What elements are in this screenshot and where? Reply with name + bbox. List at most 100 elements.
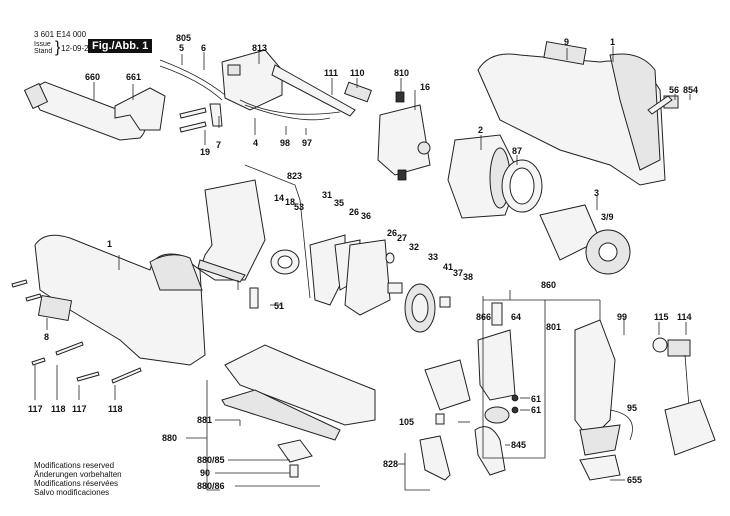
part-860-lifting-rod — [474, 302, 516, 476]
part-label-31: 31 — [322, 190, 333, 200]
stand-label: Stand — [34, 48, 53, 55]
leader-lines — [34, 46, 691, 491]
part-3-armature — [539, 204, 631, 275]
modifications-note-en: Modifications reserved — [34, 461, 115, 470]
part-823-gear-housing-cover — [197, 179, 266, 283]
part-label-97: 97 — [302, 138, 313, 148]
part-label-99: 99 — [617, 312, 628, 322]
part-label-5: 5 — [179, 43, 185, 53]
part-guide — [424, 359, 471, 411]
part-7-clamp — [209, 103, 223, 127]
part-label-2: 2 — [478, 125, 484, 135]
modifications-note-es: Salvo modificaciones — [34, 488, 110, 497]
screw-117 — [76, 371, 100, 382]
part-label-880-85: 880/85 — [197, 455, 225, 465]
part-label-118-b: 118 — [108, 404, 123, 414]
part-label-805: 805 — [176, 33, 192, 43]
part-95-wire — [609, 409, 633, 441]
part-label-53: 53 — [294, 202, 305, 212]
part-label-87: 87 — [512, 146, 523, 156]
part-label-880-86: 880/86 — [197, 481, 225, 491]
issue-date: 12-09-27 — [61, 44, 94, 53]
part-label-3-9: 3/9 — [601, 212, 614, 222]
part-label-51: 51 — [274, 301, 285, 311]
part-801-pendulum-housing — [574, 319, 621, 481]
part-label-18: 18 — [285, 197, 296, 207]
part-110-slider — [344, 81, 372, 103]
part-26-washer — [385, 252, 395, 264]
modifications-note-de: Änderungen vorbehalten — [34, 470, 122, 479]
part-105-spring — [435, 413, 445, 425]
part-label-114: 114 — [677, 312, 692, 322]
part-label-95: 95 — [627, 403, 638, 413]
part-56-pin — [647, 95, 673, 115]
part-label-19: 19 — [200, 147, 211, 157]
part-114-electronics — [652, 337, 716, 456]
part-label-117-a: 117 — [28, 404, 43, 414]
part-label-90: 90 — [200, 468, 211, 478]
issue-label: Issue — [34, 41, 51, 48]
part-880-base-plate — [221, 344, 376, 478]
modifications-note-fr: Modifications réservées — [34, 479, 119, 488]
part-label-801: 801 — [546, 322, 562, 332]
part-label-105: 105 — [399, 417, 415, 427]
part-label-115: 115 — [654, 312, 669, 322]
part-label-655: 655 — [627, 475, 643, 485]
part-label-38: 38 — [463, 272, 474, 282]
part-label-813: 813 — [252, 43, 268, 53]
part-813-switch — [221, 49, 283, 111]
part-label-880: 880 — [162, 433, 178, 443]
part-label-32: 32 — [409, 242, 420, 252]
part-label-660: 660 — [85, 72, 101, 82]
brace-symbol: } — [55, 39, 61, 56]
modifications-notice: Modifications reserved Änderungen vorbeh… — [34, 461, 122, 497]
part-label-41: 41 — [443, 262, 454, 272]
screw-118 — [111, 367, 142, 384]
part-label-4: 4 — [253, 138, 259, 148]
part-14-18-bearing — [270, 249, 300, 275]
document-number: 3 601 E14 000 — [34, 30, 87, 39]
part-label-14: 14 — [274, 193, 285, 203]
screw — [179, 121, 207, 133]
part-label-27: 27 — [397, 233, 408, 243]
part-61-nut — [511, 406, 519, 414]
part-label-845: 845 — [511, 440, 527, 450]
part-661-clip — [114, 87, 166, 131]
part-label-823: 823 — [287, 171, 303, 181]
part-label-810: 810 — [394, 68, 410, 78]
part-label-35: 35 — [334, 198, 345, 208]
part-label-56: 56 — [669, 85, 680, 95]
part-1-housing-main — [34, 234, 206, 366]
part-label-64: 64 — [511, 312, 522, 322]
part-label-111: 111 — [324, 68, 339, 78]
part-label-26-a: 26 — [349, 207, 360, 217]
part-1-housing-half — [477, 53, 666, 186]
part-810-brush-holder — [377, 91, 431, 181]
part-51-pin — [249, 287, 259, 309]
part-61-nut — [511, 394, 519, 402]
part-label-117-b: 117 — [72, 404, 87, 414]
part-label-9: 9 — [564, 37, 570, 47]
part-8-label — [37, 294, 73, 322]
part-label-16: 16 — [420, 82, 431, 92]
part-111-lever — [271, 64, 356, 117]
part-label-7: 7 — [216, 140, 222, 150]
figure-label: Fig./Abb. 1 — [88, 39, 153, 53]
part-label-1-main: 1 — [107, 239, 113, 249]
screw — [25, 293, 42, 302]
screw — [179, 107, 207, 119]
part-label-860: 860 — [541, 280, 557, 290]
screw-117 — [31, 357, 46, 366]
screw — [11, 279, 28, 288]
part-9-label-plate — [543, 41, 587, 65]
part-label-61-b: 61 — [531, 405, 542, 415]
part-label-3: 3 — [594, 188, 600, 198]
part-label-8: 8 — [44, 332, 50, 342]
part-label-828: 828 — [383, 459, 399, 469]
part-828-bracket — [419, 435, 451, 481]
part-label-854: 854 — [683, 85, 699, 95]
part-36-gear-housing — [344, 239, 391, 316]
part-6-cord — [159, 59, 226, 96]
part-label-33: 33 — [428, 252, 439, 262]
